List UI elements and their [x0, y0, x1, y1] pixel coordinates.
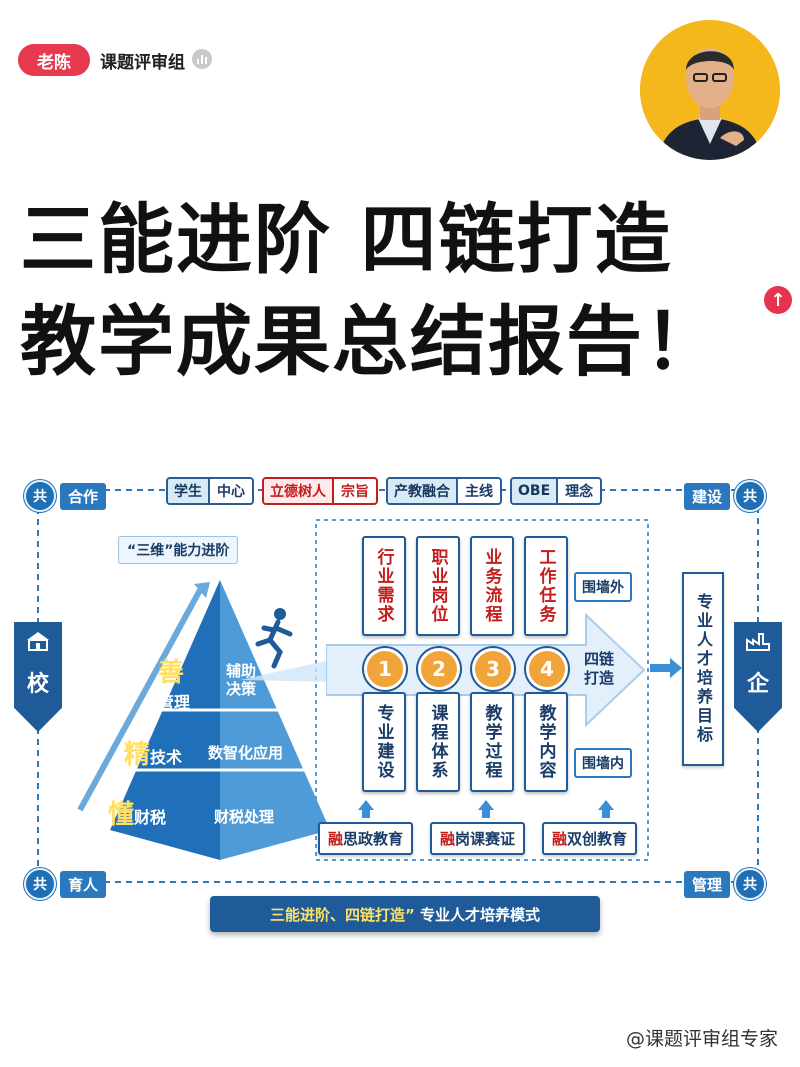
corner-label: 建设	[684, 482, 731, 510]
gong-badge: 共	[24, 480, 56, 512]
corner-top-left: 共 合作	[24, 480, 107, 512]
inside-label: 围墙内	[574, 748, 632, 778]
top-card: 工作任务	[524, 536, 568, 636]
integration-box: 融双创教育	[542, 822, 638, 855]
bottom-card: 教学过程	[470, 692, 514, 792]
level-rest: 财税	[134, 808, 167, 827]
pyramid-level-3: 懂财税	[108, 794, 166, 831]
level-rest: 管理	[158, 693, 191, 712]
tag-value: 中心	[217, 484, 245, 500]
principle-tags: 学生中心 立德树人宗旨 产教融合主线 OBE 理念	[166, 477, 603, 505]
pyramid-level-1: 善管理	[158, 652, 190, 713]
pyramid-level-2: 精技术	[124, 734, 182, 771]
tag-integration: 产教融合主线	[386, 477, 502, 505]
headline-line-1: 三能进阶 四链打造	[20, 195, 673, 284]
rong-rest: 双创教育	[567, 830, 628, 848]
rong-rest: 思政教育	[343, 830, 404, 848]
school-building-icon	[27, 632, 49, 651]
corner-label: 育人	[60, 870, 107, 898]
model-title-highlight: 三能进阶、四链打造”	[269, 905, 415, 924]
tag-obe: OBE 理念	[510, 477, 603, 505]
corner-bottom-right: 管理 共	[684, 868, 767, 900]
integration-box: 融思政教育	[318, 822, 414, 855]
bottom-card: 课程体系	[416, 692, 460, 792]
corner-top-right: 建设 共	[684, 480, 767, 512]
tag-key: OBE	[512, 479, 559, 503]
top-card: 行业需求	[362, 536, 406, 636]
level-key: 精	[124, 740, 151, 770]
arrow-right-icon	[650, 658, 682, 678]
runner-icon	[240, 608, 330, 682]
top-card: 业务流程	[470, 536, 514, 636]
tag-key: 学生	[168, 479, 210, 503]
headline-line-2: 教学成果总结报告！	[20, 297, 722, 386]
gong-badge: 共	[24, 868, 56, 900]
tag-moral: 立德树人宗旨	[262, 477, 378, 505]
corner-label: 合作	[60, 482, 107, 510]
enterprise-label: 企	[746, 672, 769, 697]
corner-label: 管理	[684, 870, 731, 898]
up-arrows	[358, 800, 614, 818]
stats-icon	[192, 49, 212, 69]
arrow-up-icon[interactable]: ↑	[764, 286, 792, 314]
school-label: 校	[26, 672, 49, 697]
tag-key: 产教融合	[388, 479, 458, 503]
rong-key: 融	[552, 830, 568, 848]
tag-student-center: 学生中心	[166, 477, 254, 505]
factory-icon	[746, 633, 770, 651]
rong-rest: 岗课赛证	[455, 830, 516, 848]
tag-value: 主线	[465, 484, 493, 500]
gong-badge: 共	[734, 868, 767, 900]
avatar-portrait-icon	[640, 20, 780, 160]
top-card: 职业岗位	[416, 536, 460, 636]
step-number: 4	[526, 648, 568, 690]
pyramid-caption: “三维”能力进阶	[118, 536, 239, 564]
school-badge: 校	[14, 622, 62, 732]
pyramid-level-3-right: 财税处理	[214, 808, 275, 826]
brand-name[interactable]: 课题评审组	[100, 53, 185, 73]
bottom-card: 教学内容	[524, 692, 568, 792]
rong-key: 融	[440, 830, 456, 848]
enterprise-badge: 企	[734, 622, 782, 732]
bottom-card: 专业建设	[362, 692, 406, 792]
level-rest: 技术	[150, 748, 183, 767]
step-number: 1	[364, 648, 406, 690]
level-key: 懂	[108, 800, 135, 830]
corner-bottom-left: 共 育人	[24, 868, 107, 900]
level-key: 善	[158, 658, 185, 688]
tag-value: 理念	[565, 484, 594, 500]
model-title-rest: 专业人才培养模式	[420, 905, 541, 924]
rong-key: 融	[328, 830, 344, 848]
step-number: 2	[418, 648, 460, 690]
watermark: @课题评审组专家	[625, 1028, 778, 1050]
tag-key: 立德树人	[264, 479, 334, 503]
talent-goal: 专业人才培养目标	[682, 572, 724, 766]
avatar[interactable]	[640, 20, 780, 160]
chain-label: 四链打造	[584, 650, 615, 687]
tag-value: 宗旨	[341, 484, 369, 500]
outside-label: 围墙外	[574, 572, 632, 602]
step-number: 3	[472, 648, 514, 690]
gong-badge: 共	[734, 480, 767, 512]
author-pill[interactable]: 老陈	[18, 44, 90, 76]
integration-box: 融岗课赛证	[430, 822, 526, 855]
model-title-bar: 三能进阶、四链打造” 专业人才培养模式	[210, 896, 600, 932]
pyramid-level-1-right: 辅助决策	[226, 662, 257, 698]
pyramid-graphic	[77, 580, 330, 860]
pyramid-level-2-right: 数智化应用	[208, 744, 284, 762]
